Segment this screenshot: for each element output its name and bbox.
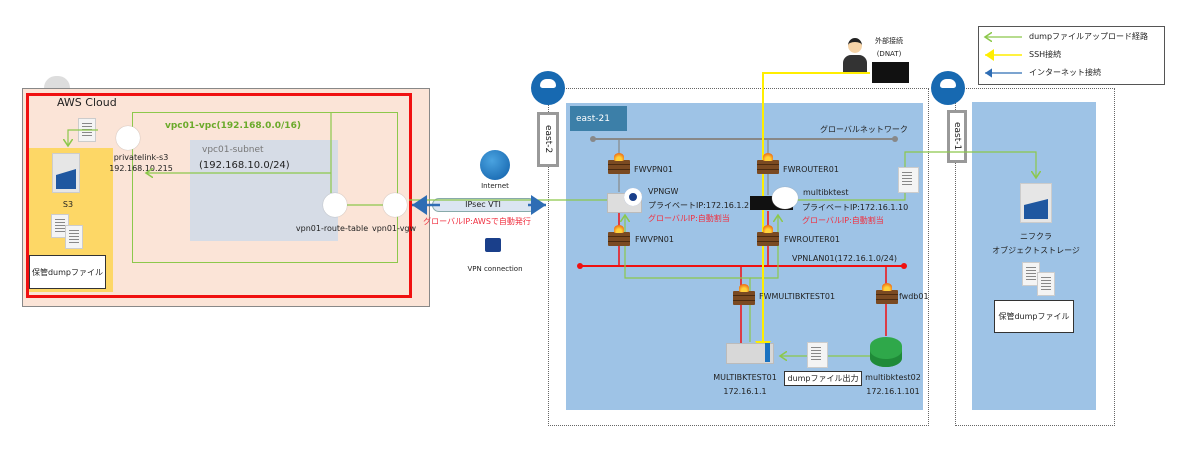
legend-item-upload: dumpファイルアップロード経路 — [1029, 32, 1149, 41]
storage-label-2: オブジェクトストレージ — [992, 246, 1080, 255]
region-tab-east2[interactable]: east-2 — [537, 112, 559, 167]
firewall-icon — [608, 225, 630, 246]
document-icon — [65, 225, 83, 249]
s3-label: S3 — [62, 200, 74, 209]
legend-item-ssh: SSH接続 — [1029, 50, 1062, 59]
aws-cloud-boundary — [26, 93, 412, 298]
storage-label-1: ニフクラ — [1020, 232, 1052, 241]
vpc-box — [132, 112, 398, 263]
privatelink-router-icon — [116, 126, 140, 150]
upload-path-s3 — [68, 129, 98, 146]
dump-output-label: dumpファイル出力 — [784, 371, 862, 386]
multibktest-router-icon — [772, 187, 798, 209]
vpngw-private-ip: プライベートIP:172.16.1.2 — [648, 201, 750, 210]
fw-multi-label: FWMULTIBKTEST01 — [759, 292, 836, 301]
internet-globe-icon — [480, 150, 510, 180]
legend — [978, 26, 1165, 85]
object-storage-icon — [1020, 183, 1052, 223]
vpngw-lock-icon — [624, 188, 642, 206]
upload-path-to-east1 — [795, 151, 1036, 201]
document-icon — [898, 167, 919, 193]
subnet-label: vpc01-subnet — [202, 145, 264, 155]
ipsec-note: グローバルIP:AWSで自動発行 — [423, 217, 531, 226]
firewall-icon — [608, 153, 630, 174]
nifcloud-east2-region — [548, 88, 929, 426]
nifcloud-east1-region — [955, 88, 1115, 426]
route-table-router-icon — [323, 193, 347, 217]
zone-east21-header: east-21 — [570, 106, 627, 131]
vpnlan-label: VPNLAN01(172.16.1.0/24) — [792, 254, 897, 263]
firewall-icon — [733, 284, 755, 305]
internet-label: Internet — [481, 182, 509, 190]
nifcloud-logo-icon — [931, 71, 965, 105]
vgw-router-icon — [383, 193, 407, 217]
vpngw-name: VPNGW — [648, 187, 679, 196]
s3-bucket-icon — [52, 153, 80, 193]
external-label-2: (DNAT) — [876, 50, 902, 58]
east1-files-label: 保管dumpファイル — [994, 300, 1074, 333]
fw-vpn-bottom-label: FWVPN01 — [635, 235, 674, 244]
server-name: MULTIBKTEST01 — [713, 373, 777, 382]
server-icon — [726, 343, 774, 364]
privatelink-name: privatelink-s3 — [113, 153, 169, 162]
ipsec-label: IPsec VTI — [465, 200, 501, 209]
subnet-box — [190, 140, 338, 241]
s3-files-label: 保管dumpファイル — [29, 255, 106, 289]
aws-cloud-title: AWS Cloud — [57, 96, 117, 109]
nifcloud-logo-icon — [531, 71, 565, 105]
vpn-lock-icon — [485, 238, 501, 252]
vgw-label: vpn01-vgw — [371, 224, 417, 233]
router-name: multibktest — [803, 188, 849, 197]
user-avatar-icon — [843, 38, 867, 72]
region-tab-east1[interactable]: east-1 — [947, 110, 967, 163]
subnet-cidr: (192.168.10.0/24) — [199, 160, 290, 171]
legend-item-internet: インターネット接続 — [1029, 68, 1101, 77]
upload-path-aws — [146, 112, 332, 193]
aws-cloud-tab — [44, 76, 70, 90]
route-table-label: vpn01-route-table — [295, 224, 369, 233]
vpngw-global-ip: グローバルIP:自動割当 — [648, 214, 730, 223]
db-ip: 172.16.1.101 — [866, 387, 920, 396]
external-label-1: 外部接続 — [875, 37, 903, 45]
firewall-icon — [876, 283, 898, 304]
global-network-label: グローバルネットワーク — [820, 125, 908, 134]
laptop-icon — [872, 62, 909, 83]
ssh-line — [755, 72, 870, 353]
east1-storage-area — [972, 102, 1096, 410]
fw-router-bottom-label: FWROUTER01 — [784, 235, 840, 244]
server-ip: 172.16.1.1 — [723, 387, 767, 396]
server-indicator — [765, 343, 770, 362]
db-name: multibktest02 — [865, 373, 921, 382]
fw-router-top-label: FWROUTER01 — [783, 165, 839, 174]
document-icon — [1037, 272, 1055, 296]
firewall-icon — [757, 225, 779, 246]
router-global-ip: グローバルIP:自動割当 — [802, 216, 884, 225]
firewall-icon — [757, 153, 779, 174]
vpc-label: vpc01-vpc(192.168.0.0/16) — [165, 121, 301, 131]
router-private-ip: プライベートIP:172.16.1.10 — [802, 203, 909, 212]
upload-path-nif-1 — [625, 215, 751, 342]
vpn-connection-label: VPN connection — [467, 265, 523, 273]
document-icon — [807, 342, 828, 368]
fw-db-label: fwdb01 — [899, 292, 929, 301]
database-icon — [870, 337, 902, 367]
fw-vpn-top-label: FWVPN01 — [634, 165, 673, 174]
